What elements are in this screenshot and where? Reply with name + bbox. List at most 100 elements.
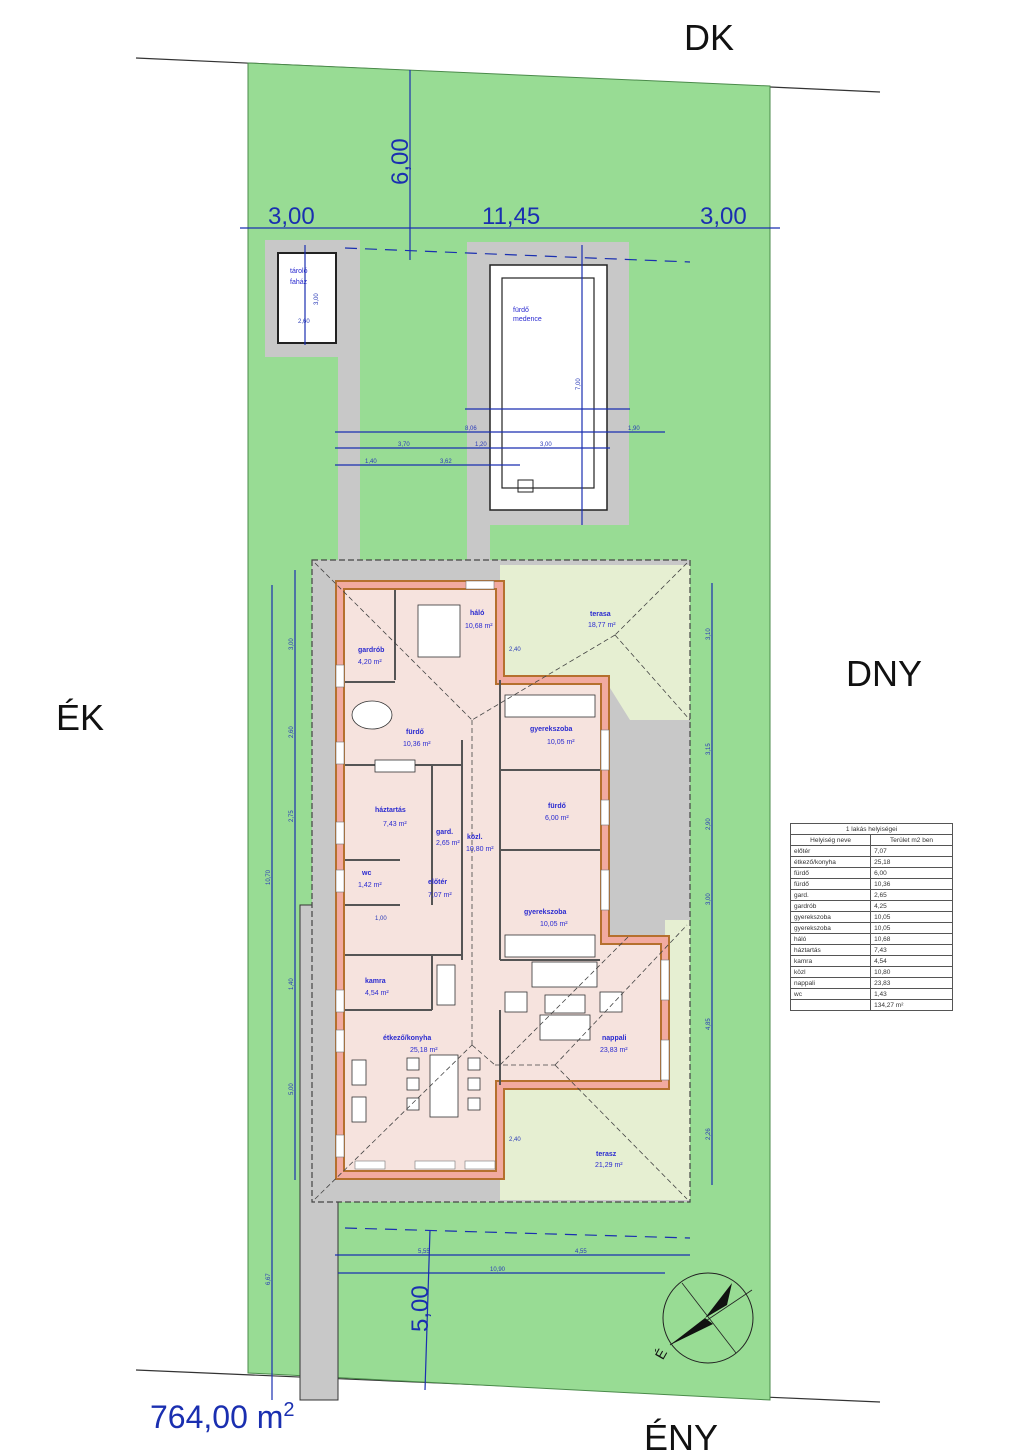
dimension-labels: 10,70 6,67 10,90 5,55 4,55 2,60 3,00 7,0… [266,293,712,1285]
label: gyerekszoba [530,726,573,733]
label: előtér [428,879,447,886]
label: 7,43 m² [383,821,407,828]
dim-right-setback: 3,00 [700,203,747,230]
dim-front-setback: 5,00 [407,1285,434,1332]
label: 1,40 [365,459,377,465]
dim-left-setback: 3,00 [268,203,315,230]
label: 1,42 m² [358,882,382,889]
label: 3,70 [398,442,410,448]
label: 25,18 m² [410,1047,438,1054]
table-row: gard.2,65 [789,889,953,901]
label: kamra [365,978,386,985]
room-area: 4,54 [870,955,953,967]
label: 4,54 m² [365,990,389,997]
label: 10,05 m² [547,739,575,746]
label: 10,90 [490,1267,506,1273]
shed: tároló faház [265,240,360,357]
label: 764,00 m [150,1399,283,1435]
label: nappali [602,1035,627,1042]
table-total: 134,27 m² [870,999,953,1011]
label: terasa [590,611,611,618]
label: fürdő [548,803,566,810]
plot-area: 764,00 m2 [150,1399,295,1435]
room-name: háló [470,610,484,617]
label: 10,36 m² [403,741,431,748]
orientation-top: DK [684,17,734,58]
room-area: 2,65 [870,889,953,901]
terrace-upper [500,565,690,720]
room-area: 10,36 [870,878,953,890]
pool-path [467,520,490,565]
orientation-bottom: ÉNY [644,1417,718,1456]
label: étkező/konyha [383,1035,431,1042]
room-name: gard. [789,889,872,901]
label: 3,00 [314,293,320,305]
label: wc [361,870,371,877]
terrace-lower [500,920,690,1200]
label: gard. [436,829,453,836]
label: 3,00 [540,442,552,448]
label: 2,75 [289,810,295,822]
room-area: 10,68 [870,933,953,945]
furniture [351,604,623,1123]
label: Terület m2 ben [870,834,953,846]
label: 2,40 [509,647,521,653]
room-name: háló [789,933,872,945]
pool: fürdő medence [467,242,629,525]
label: 5,00 [289,1083,295,1095]
room-name: wc [789,988,872,1000]
room-name: háztartás [789,944,872,956]
label: gyerekszoba [524,909,567,916]
label: tároló [290,268,308,275]
label: 23,83 m² [600,1047,628,1054]
label: 1,90 [628,426,640,432]
room-area: 10,80 [870,966,953,978]
room-area: 10,05 [870,922,953,934]
label: 3,10 [706,628,712,640]
room-name: nappali [789,977,872,989]
label: 2 [283,1399,294,1421]
room-area: 6,00 [870,867,953,879]
room-name: kamra [789,955,872,967]
room-name: gardrób [789,900,872,912]
label: medence [513,316,542,323]
label: gardrób [358,647,384,654]
roof-hips [314,562,691,1200]
dim-width: 11,45 [482,203,540,230]
main-dimensions [240,70,780,1400]
label: 3,00 [706,893,712,905]
label: 3,00 [289,638,295,650]
label: 10,80 m² [466,846,494,853]
label: faház [290,279,308,286]
room-name: fürdő [789,878,872,890]
room-name: közl [789,966,872,978]
orientation-left: ÉK [56,697,104,738]
room-area: 7,07 [870,845,953,857]
partitions [345,590,600,1085]
label: 1,40 [289,978,295,990]
label: 21,29 m² [595,1162,623,1169]
label: 4,85 [706,1018,712,1030]
label: 2,65 m² [436,840,460,847]
room-area: 4,25 [870,900,953,912]
room-area: 10,05 [870,911,953,923]
orientation-right: DNY [846,653,922,694]
label: 7,00 [576,378,582,390]
label: 10,05 m² [540,921,568,928]
room-name: gyerekszoba [789,911,872,923]
room-name: gyerekszoba [789,922,872,934]
label: 1,20 [475,442,487,448]
